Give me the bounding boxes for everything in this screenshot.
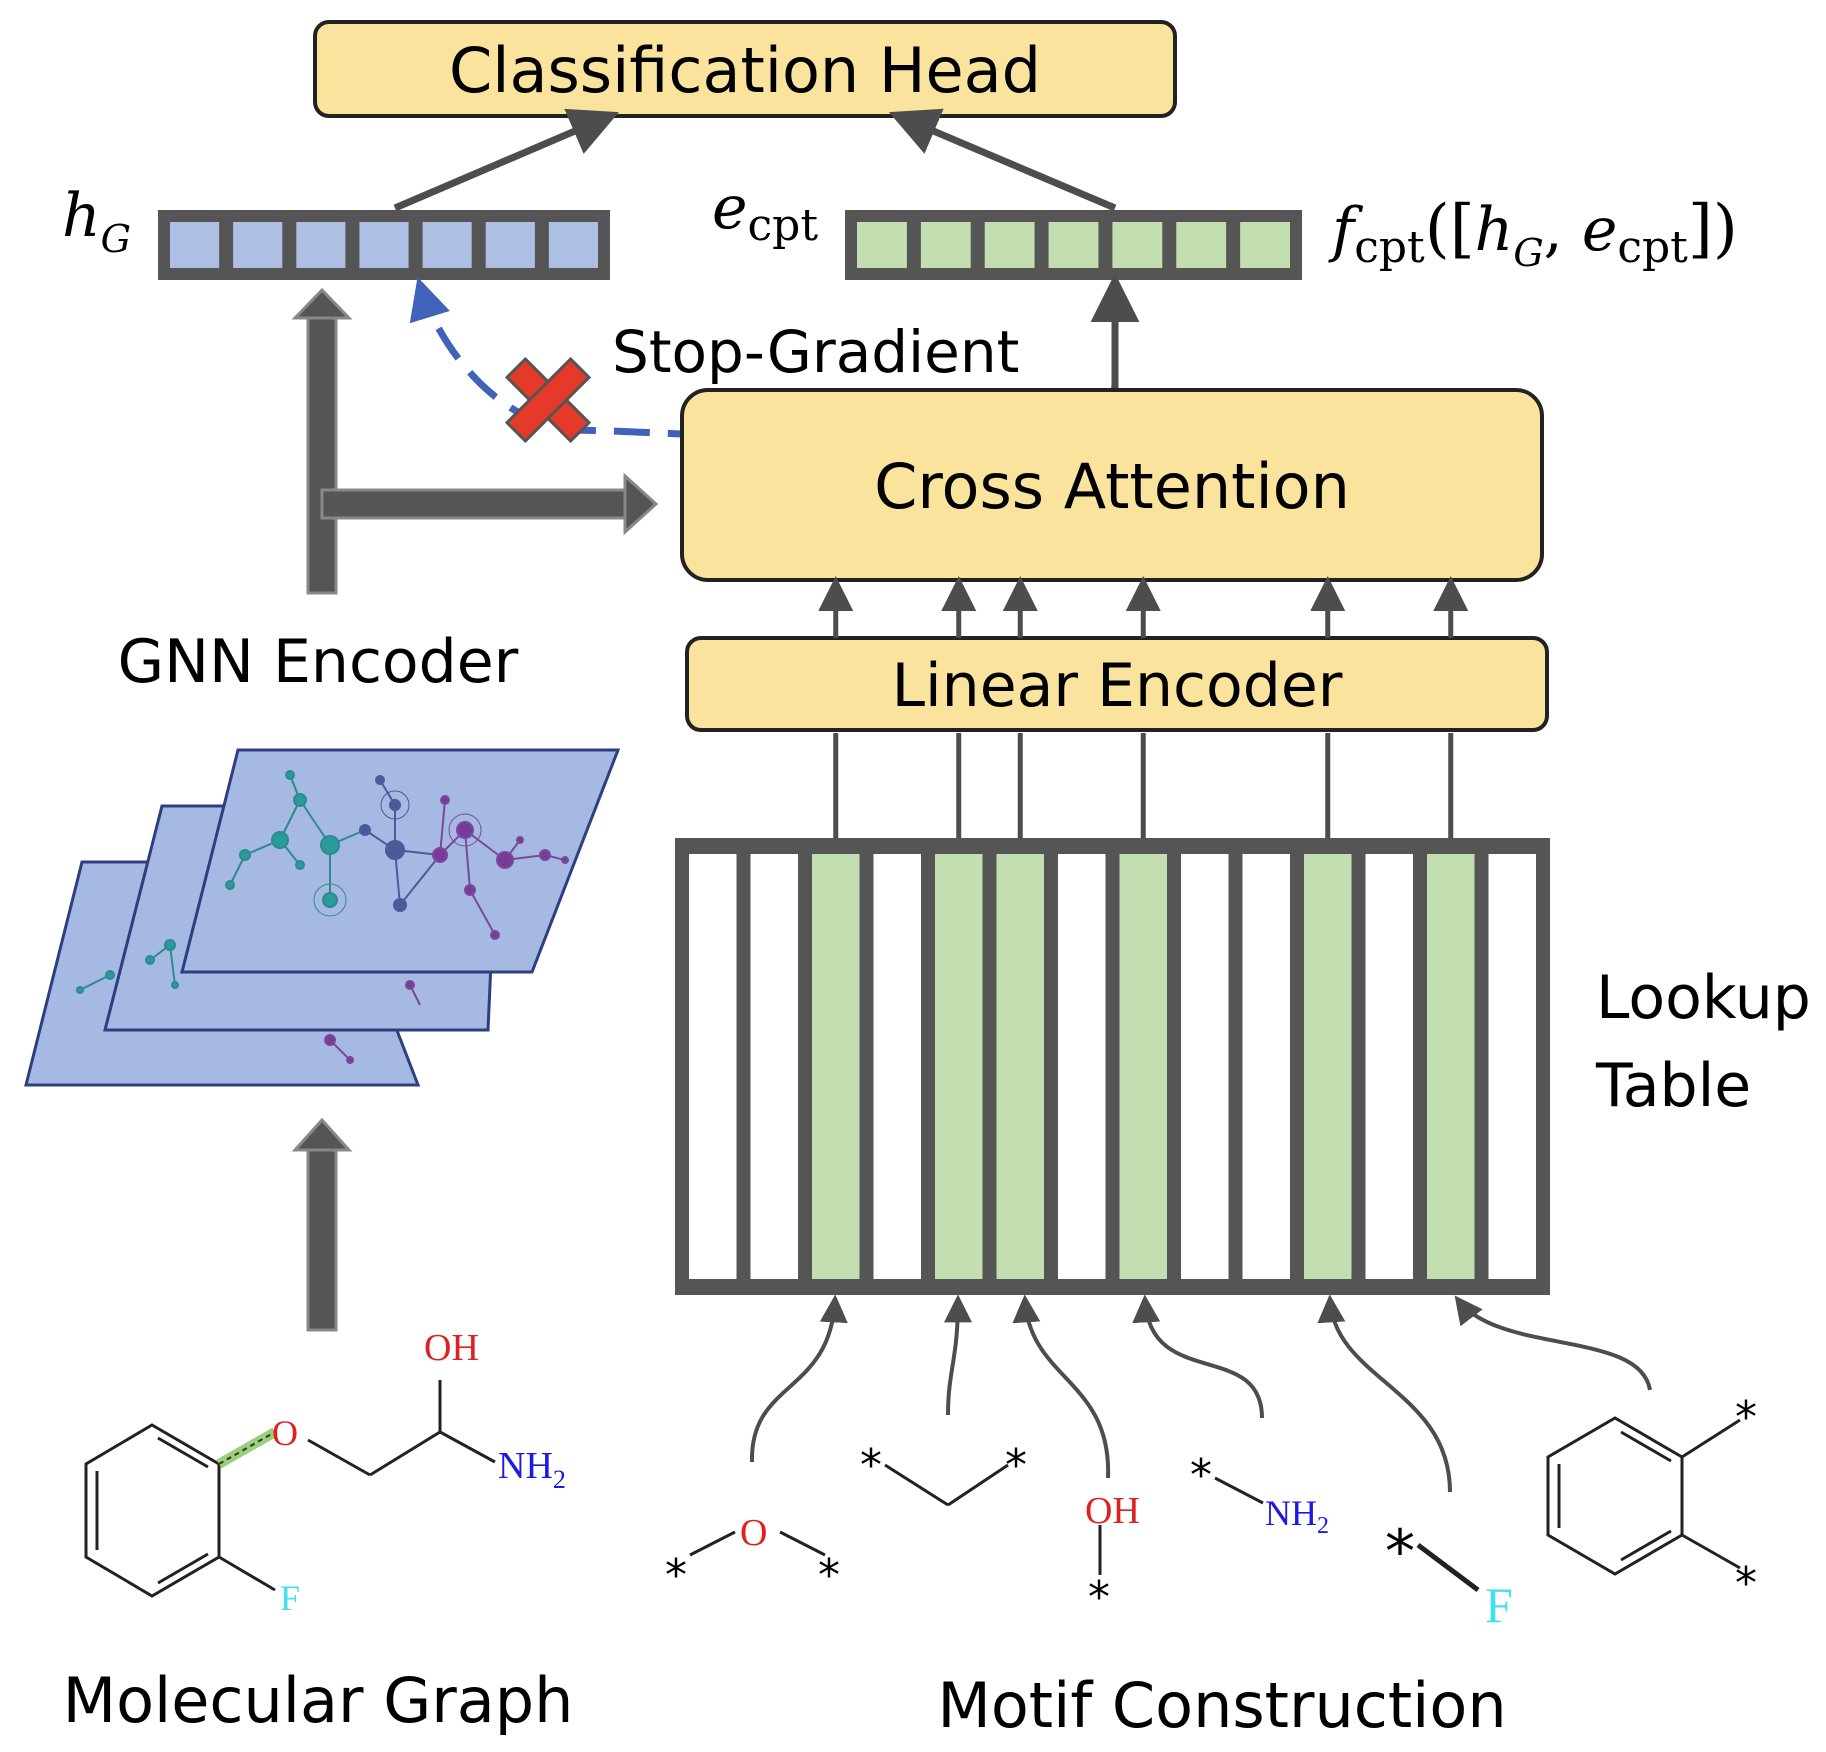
lookup-column (750, 854, 798, 1279)
classification-head-block: Classification Head (313, 20, 1177, 118)
motif-amine: * NH2 (1190, 1450, 1329, 1539)
lookup-column-selected (996, 854, 1044, 1279)
hg-vector-cell (422, 222, 472, 268)
lookup-column (1488, 854, 1536, 1279)
svg-text:*: * (665, 1550, 687, 1601)
lookup-column (689, 854, 737, 1279)
ecpt-vector-cell (1048, 222, 1099, 268)
lookup-column-selected (1304, 854, 1352, 1279)
hg-vector-cell (548, 222, 598, 268)
motif-construction-label: Motif Construction (937, 1669, 1506, 1742)
svg-text:*: * (1088, 1572, 1110, 1623)
fcpt-expression: fcpt([hG, ecpt]) (1328, 192, 1738, 275)
hg-vector (158, 210, 610, 280)
cross-attention-block: Cross Attention (680, 388, 1544, 582)
lookup-column (1181, 854, 1229, 1279)
lookup-column (1242, 854, 1290, 1279)
molecular-network-icon (76, 770, 569, 1064)
ecpt-label: ecpt (712, 173, 818, 251)
gnn-output-arrows (291, 287, 659, 595)
svg-text:O: O (740, 1512, 767, 1554)
ecpt-vector-cell (1240, 222, 1290, 268)
lookup-table-frame (675, 838, 1550, 1295)
stop-gradient-label: Stop-Gradient (612, 318, 1019, 386)
molecule-to-gnn-arrow (291, 1117, 353, 1332)
molecule-structure (84, 1380, 496, 1598)
hg-vector-cell (170, 222, 220, 268)
hg-to-head-arrow (393, 108, 620, 212)
motif-hydroxyl: OH * (1085, 1490, 1140, 1623)
ecpt-vector-cell (857, 222, 907, 268)
hg-vector-cell (296, 222, 346, 268)
molecule-amine: NH2 (498, 1445, 566, 1494)
molecule-hydroxyl: OH (424, 1327, 479, 1369)
graph-panels (24, 748, 621, 1087)
motif-ether: O * * (665, 1512, 840, 1601)
classification-head-label: Classification Head (449, 34, 1041, 107)
linear-encoder-block: Linear Encoder (685, 636, 1549, 732)
svg-text:OH: OH (1085, 1490, 1140, 1532)
ecpt-to-head-arrow (888, 108, 1117, 212)
svg-text:*: * (860, 1440, 882, 1491)
ecpt-vector-cell (1112, 222, 1163, 268)
ecpt-vector-cell (984, 222, 1035, 268)
hg-vector-cell (233, 222, 283, 268)
molecule-fluorine: F (280, 1578, 300, 1618)
svg-text:*: * (1735, 1558, 1757, 1609)
lookup-table-label-line2: Table (1595, 1051, 1751, 1121)
encoder-arrows (818, 576, 1469, 838)
lookup-table-label-line1: Lookup (1596, 963, 1811, 1033)
svg-text:*: * (1005, 1440, 1027, 1491)
lookup-column (1058, 854, 1106, 1279)
hg-vector-cell (359, 222, 409, 268)
lookup-column-selected (935, 854, 983, 1279)
molecular-graph-label: Molecular Graph (63, 1664, 574, 1737)
svg-text:*: * (1385, 1517, 1415, 1587)
svg-text:*: * (1735, 1392, 1757, 1443)
ecpt-vector (845, 210, 1302, 280)
svg-text:NH2: NH2 (1265, 1493, 1329, 1539)
lookup-table (675, 838, 1550, 1295)
motif-arrows (749, 1294, 1652, 1493)
ecpt-vector-cell (1176, 222, 1227, 268)
lookup-column (1365, 854, 1413, 1279)
lookup-column-selected (1427, 854, 1475, 1279)
lookup-column (873, 854, 921, 1279)
molecule-oxygen: O (272, 1413, 298, 1453)
linear-encoder-label: Linear Encoder (892, 651, 1343, 721)
lookup-column-selected (1119, 854, 1167, 1279)
ecpt-vector-cell (920, 222, 971, 268)
svg-text:*: * (1190, 1450, 1212, 1501)
hg-label: hG (62, 181, 131, 261)
motif-ethylene: * * (860, 1440, 1027, 1507)
cross-attention-label: Cross Attention (874, 450, 1350, 523)
motif-fluorine: * F (1385, 1517, 1513, 1633)
svg-text:*: * (818, 1550, 840, 1601)
svg-text:F: F (1485, 1577, 1513, 1633)
gnn-encoder-label: GNN Encoder (118, 627, 519, 697)
lookup-column-selected (812, 854, 860, 1279)
stop-mark-icon (504, 356, 592, 444)
motif-benzene: * * (1546, 1392, 1757, 1609)
hg-vector-cell (485, 222, 535, 268)
